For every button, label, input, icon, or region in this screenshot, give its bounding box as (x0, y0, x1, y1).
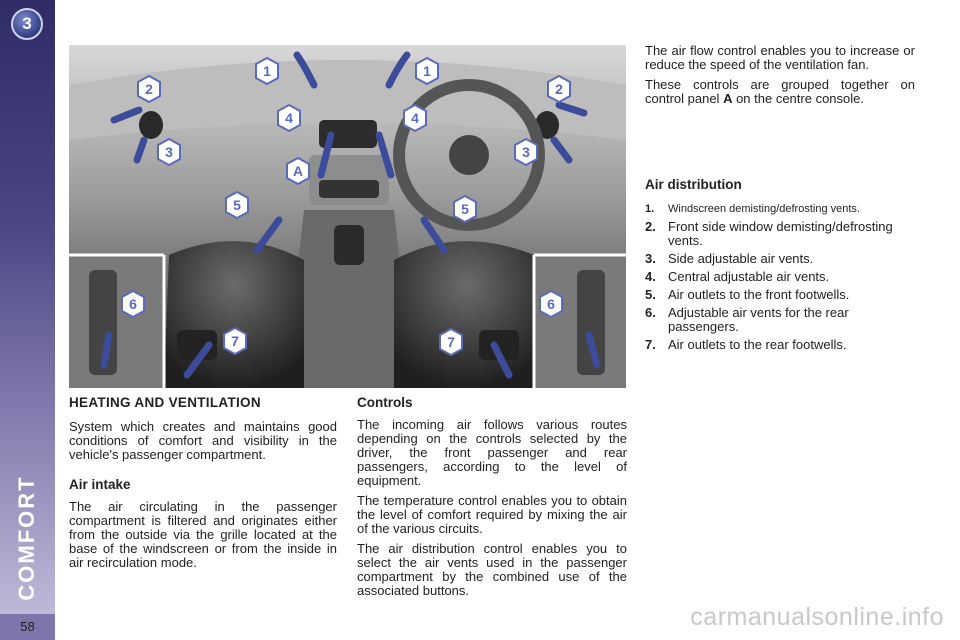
callout-1-left: 1 (255, 57, 279, 85)
callout-label: 5 (461, 201, 469, 217)
chapter-number-badge: 3 (11, 8, 43, 40)
callout-3-left: 3 (157, 138, 181, 166)
callout-label: 1 (423, 63, 431, 79)
list-item: 6.Adjustable air vents for the rear pass… (645, 305, 849, 334)
callout-label: 4 (285, 110, 293, 126)
watermark: carmanualsonline.info (690, 603, 944, 631)
callout-label: 6 (129, 296, 137, 312)
callout-2-right: 2 (547, 75, 571, 103)
intro-column: System which creates and maintains good … (69, 420, 337, 576)
callout-label: 4 (411, 110, 419, 126)
chapter-title: COMFORT (14, 475, 39, 601)
air-distribution-list: 1.Windscreen demisting/defrosting vents.… (645, 202, 920, 352)
callout-4-right: 4 (403, 104, 427, 132)
callout-label: 7 (231, 333, 239, 349)
controls-paragraph-2: The temperature control enables you to o… (357, 493, 627, 536)
air-distribution-heading: Air distribution (645, 177, 742, 192)
interior-drawing (69, 45, 626, 388)
callout-5-left: 5 (225, 191, 249, 219)
callout-label: 1 (263, 63, 271, 79)
callout-a-control-panel: A (286, 157, 310, 185)
list-item: 5.Air outlets to the front footwells. (645, 287, 850, 302)
callout-7-left: 7 (223, 327, 247, 355)
right-column: The air flow control enables you to incr… (645, 44, 915, 112)
air-intake-heading: Air intake (69, 477, 131, 492)
callout-4-left: 4 (277, 104, 301, 132)
callout-label: 5 (233, 197, 241, 213)
list-item: 1.Windscreen demisting/defrosting vents. (645, 203, 860, 215)
vehicle-interior-illustration: 1 1 2 2 3 3 4 4 A 5 5 6 6 7 7 (69, 45, 626, 388)
controls-paragraph-1: The incoming air follows various routes … (357, 417, 627, 488)
list-item: 4.Central adjustable air vents. (645, 269, 830, 284)
control-panel-letter: A (723, 91, 733, 106)
callout-1-right: 1 (415, 57, 439, 85)
air-intake-text: The air circulating in the passenger com… (69, 499, 337, 570)
callout-label: A (293, 163, 303, 179)
callout-3-right: 3 (514, 138, 538, 166)
page-title: HEATING AND VENTILATION (69, 395, 261, 410)
callout-label: 3 (165, 144, 173, 160)
control-panel-text: These controls are grouped together on c… (645, 77, 915, 106)
list-item: 7.Air outlets to the rear footwells. (645, 337, 847, 352)
controls-column: Controls The incoming air follows variou… (357, 396, 627, 604)
callout-label: 7 (447, 334, 455, 350)
intro-text: System which creates and maintains good … (69, 419, 337, 462)
callout-7-right: 7 (439, 328, 463, 356)
chapter-sidebar: 3 COMFORT 58 (0, 0, 55, 640)
controls-paragraph-3: The air distribution control enables you… (357, 541, 627, 598)
callout-label: 2 (555, 81, 563, 97)
callout-label: 6 (547, 296, 555, 312)
callout-5-right: 5 (453, 195, 477, 223)
list-item: 2.Front side window demisting/defrosting… (645, 219, 893, 248)
air-distribution-section: Air distribution 1.Windscreen demisting/… (645, 178, 920, 356)
callout-label: 3 (522, 144, 530, 160)
callout-6-right: 6 (539, 290, 563, 318)
air-flow-text: The air flow control enables you to incr… (645, 43, 915, 72)
page-number: 58 (0, 614, 55, 640)
callout-label: 2 (145, 81, 153, 97)
list-item: 3.Side adjustable air vents. (645, 251, 814, 266)
callout-6-left: 6 (121, 290, 145, 318)
callout-2-left: 2 (137, 75, 161, 103)
controls-heading: Controls (357, 395, 413, 410)
